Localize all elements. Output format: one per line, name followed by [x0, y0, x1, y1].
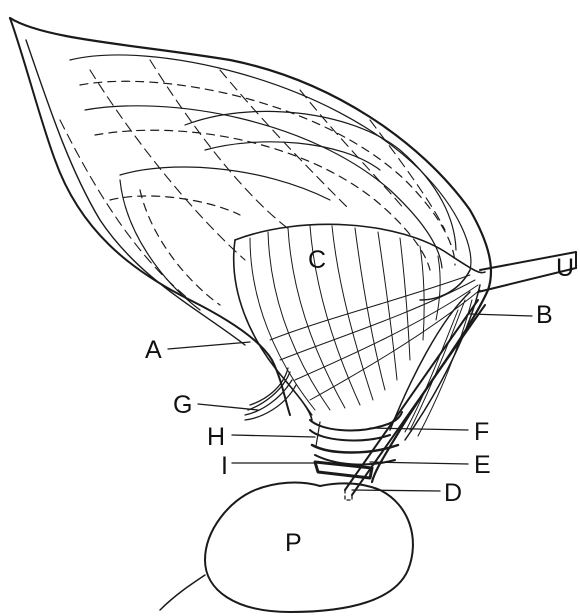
label-f: F [474, 418, 489, 446]
outer-fibre-bands [60, 55, 471, 310]
label-a: A [145, 336, 162, 364]
label-h: H [207, 423, 225, 451]
muscle-region-c [234, 224, 485, 420]
label-c: C [308, 246, 326, 274]
label-p: P [285, 529, 302, 557]
bladder-neck [305, 405, 402, 478]
ureter [420, 252, 576, 300]
label-g: G [173, 391, 192, 419]
label-b: B [536, 301, 553, 329]
label-d: D [444, 479, 462, 507]
label-e: E [474, 451, 491, 479]
label-i: I [221, 452, 228, 480]
label-u: U [556, 254, 574, 282]
duct-tubes [345, 300, 485, 500]
